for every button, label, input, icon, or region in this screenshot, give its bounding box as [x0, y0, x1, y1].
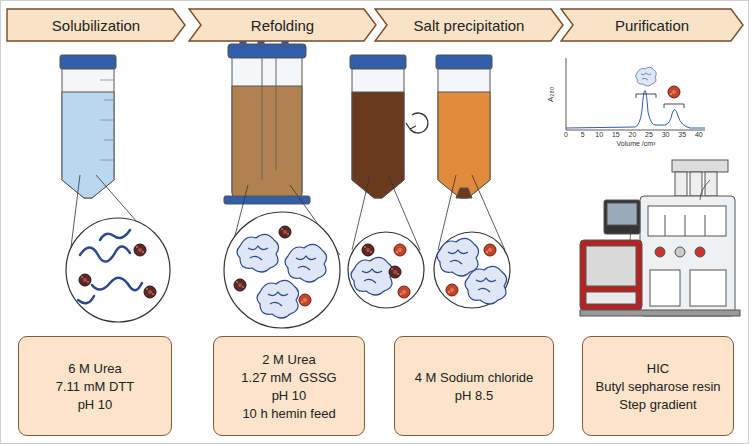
- step-title: Solubilization: [52, 17, 140, 34]
- tick-label: 25: [645, 131, 653, 138]
- condition-text: pH 8.5: [455, 388, 493, 403]
- condition-text: HIC: [647, 361, 669, 376]
- axis-title: A₂₈₀: [546, 86, 555, 101]
- condition-text: pH 10: [272, 388, 307, 403]
- step-title: Purification: [615, 17, 689, 34]
- condition-box: HIC Butyl sepharose resinStep gradient: [582, 336, 734, 436]
- condition-box: 4 M Sodium chloride pH 8.5: [394, 336, 554, 436]
- condition-box: 2 M Urea 1.27 mM GSSG pH 10 10 h hemin feed: [213, 336, 365, 436]
- tick-label: 40: [695, 131, 703, 138]
- condition-box: 6 M Urea 7.11 mM DTT pH 10: [18, 336, 172, 436]
- axis-title: Volume /cm³: [617, 140, 656, 147]
- step-chevron: Refolding: [188, 8, 377, 42]
- condition-text: 4 M Sodium chloride: [415, 370, 534, 385]
- step-chevron: Solubilization: [6, 8, 186, 42]
- condition-text: Step gradient: [619, 397, 696, 412]
- tick-label: 5: [581, 131, 585, 138]
- tick-label: 35: [678, 131, 686, 138]
- tick-label: 10: [595, 131, 603, 138]
- step-chevron: Purification: [560, 8, 744, 42]
- condition-text: 2 M Urea: [262, 352, 315, 367]
- step-chevron: Salt precipitation: [374, 8, 564, 42]
- condition-text: 1.27 mM GSSG: [241, 370, 336, 385]
- step-title: Salt precipitation: [414, 17, 525, 34]
- condition-text: pH 10: [78, 397, 113, 412]
- tick-label: 20: [629, 131, 637, 138]
- step-title: Refolding: [251, 17, 314, 34]
- tick-label: 30: [662, 131, 670, 138]
- condition-text: Butyl sepharose resin: [595, 379, 720, 394]
- condition-text: 7.11 mM DTT: [56, 379, 135, 394]
- condition-text: 6 M Urea: [68, 361, 121, 376]
- condition-text: 10 h hemin feed: [242, 406, 335, 421]
- tick-label: 15: [612, 131, 620, 138]
- tick-label: 0: [564, 131, 568, 138]
